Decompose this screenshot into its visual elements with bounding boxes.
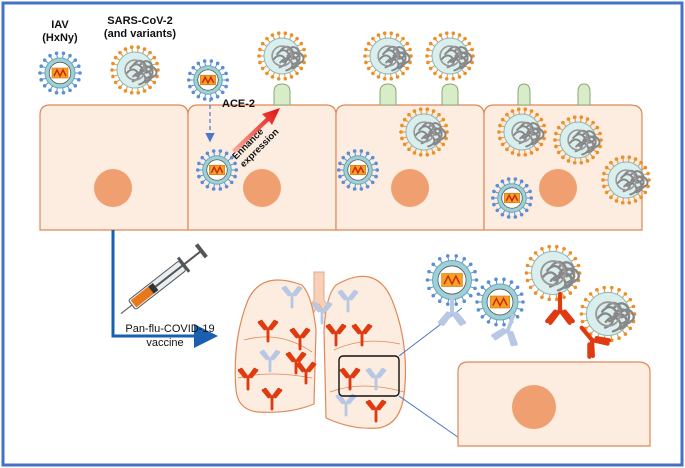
antibody-icon [325, 323, 347, 347]
nucleus [94, 169, 132, 207]
zoomed-nucleus [512, 385, 556, 429]
antibody-icon [337, 289, 359, 313]
syringe-icon [120, 243, 208, 315]
zoom-line-top [398, 307, 463, 357]
antibody-icon [289, 327, 311, 351]
cell-1 [39, 104, 189, 231]
antibody-icon [257, 319, 279, 343]
antibody-icon [491, 313, 518, 347]
zoom-line-bottom [398, 395, 463, 441]
sars-cov-2-virion-icon [399, 107, 449, 157]
sars-cov-2-virion-icon [425, 31, 475, 81]
antibody-icon [311, 301, 333, 325]
enhance-arrow [232, 108, 280, 153]
antibody-icon [261, 387, 283, 411]
antibody-icon [351, 323, 373, 347]
antibody-icon [339, 367, 361, 391]
vaccine-arrow [111, 230, 218, 348]
sars-cov-2-virion-icon [601, 155, 651, 205]
iav-virion-icon [475, 277, 525, 327]
ace2-label: ACE-2 [222, 98, 255, 110]
iav-virion-icon [186, 59, 230, 101]
iav-virion-icon [425, 254, 479, 306]
iav-virion-icon [38, 51, 82, 95]
iav-virion-icon [195, 149, 239, 191]
nucleus [391, 169, 429, 207]
antibody-icon [438, 295, 466, 326]
sars-cov-2-virion-icon [524, 244, 582, 302]
vaccine-sublabel: vaccine [146, 337, 183, 349]
nucleus [243, 169, 281, 207]
iav-virion-icon [490, 177, 534, 219]
sars-variants-label: (and variants) [104, 28, 176, 40]
antibody-icon [259, 349, 281, 373]
antibody-icon [281, 285, 303, 309]
ace2-receptor-icon [273, 83, 591, 106]
antibody-icon [335, 393, 357, 417]
antibody-icon [545, 291, 575, 325]
antibody-icon [295, 361, 317, 385]
nuclei [94, 169, 577, 207]
antibody-icon [579, 325, 612, 359]
zoom-box [338, 355, 400, 397]
nucleus [539, 169, 577, 207]
sars-cov-2-virion-icon [497, 107, 547, 157]
antibody-icon [285, 351, 307, 375]
sars-cov-2-virion-icon [110, 45, 160, 95]
iav-virion-icon [336, 149, 380, 191]
sars-label: SARS-CoV-2 [107, 15, 172, 27]
iav-label: IAV [51, 19, 69, 31]
antibody-icon [365, 399, 387, 423]
vaccine-label: Pan-flu-COVID-19 [125, 323, 214, 335]
sars-cov-2-virion-icon [363, 31, 413, 81]
iav-subtype-label: (HxNy) [42, 32, 78, 44]
sars-cov-2-virion-icon [257, 31, 307, 81]
antibody-icon [237, 367, 259, 391]
sars-cov-2-virion-icon [553, 115, 603, 165]
cell-row [39, 104, 643, 231]
antibody-icon [365, 367, 387, 391]
